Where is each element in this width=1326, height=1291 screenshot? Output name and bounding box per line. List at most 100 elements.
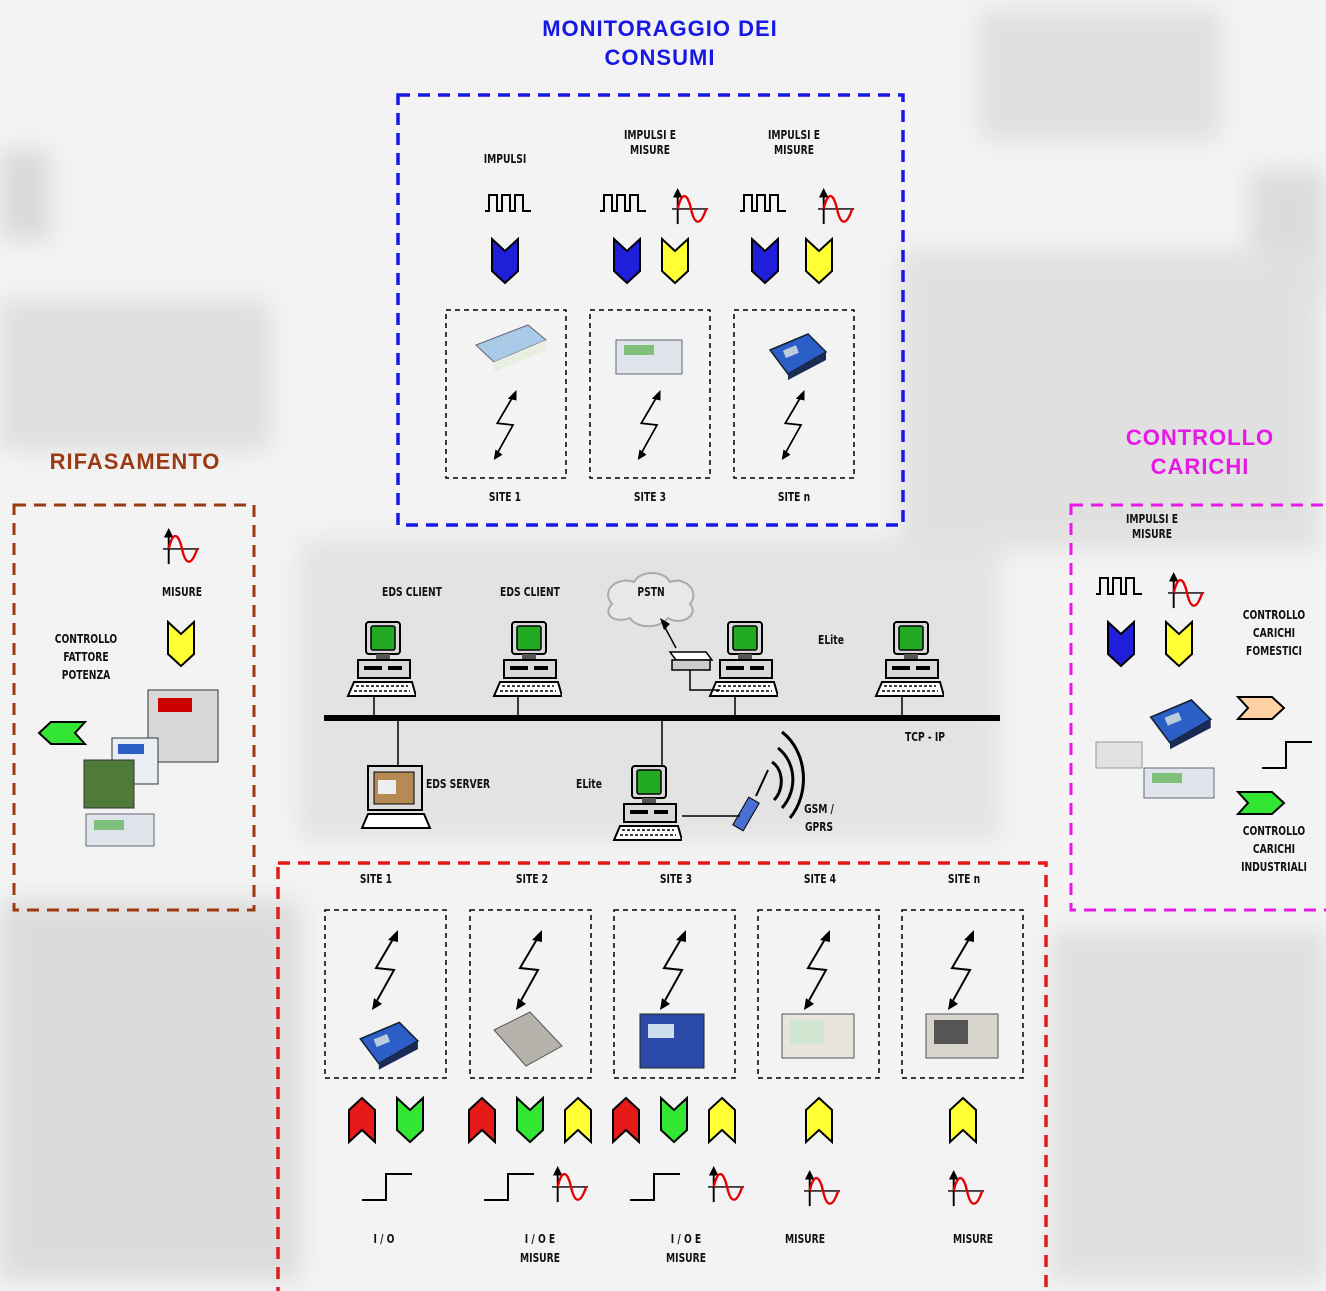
green-chevron-left [38,721,86,745]
elite-bottom-label: ELite [576,777,602,791]
wireless-icon [636,390,662,460]
eds-client-2-computer [493,621,562,697]
sine-measure-icon [804,1170,842,1208]
controllo-title: CONTROLLO CARICHI [1080,423,1320,481]
device-image [359,1021,419,1070]
controllo-top-label: IMPULSI E MISURE [1118,512,1186,542]
gsm-label-line2: GPRS [805,820,833,834]
sine-measure-icon [672,188,710,226]
monitoring-title-line1: MONITORAGGIO DEI [542,16,778,41]
sine-measure-icon [163,528,201,566]
controllo-industrial-line3: INDUSTRIALI [1241,860,1307,874]
gsm-label-line1: GSM / [804,802,834,816]
gsm-phone-icon [732,730,805,832]
controllo-industrial-line1: CONTROLLO [1242,824,1306,838]
pulse-icon [600,194,646,212]
field-misure-1-label: MISURE [785,1232,825,1246]
monitoring-site-3-label: SITE 3 [633,490,667,504]
site-box [733,309,855,479]
pulse-icon [740,194,786,212]
green-chevron-right [1237,791,1285,815]
monitoring-col2 [589,188,711,479]
device-image [769,333,827,380]
wireless-icon [947,930,975,1010]
field-io-misure-1-line2: MISURE [520,1251,560,1265]
yellow-chevron-down [661,238,689,284]
controllo-title-line2: CARICHI [1150,454,1250,479]
site-box [589,309,711,479]
device-image [1095,741,1143,769]
monitoring-col3-label-line2: MISURE [774,143,814,157]
sine-measure-icon [1168,572,1206,610]
wireless-icon [803,930,831,1010]
eds-server-computer [360,765,432,829]
yellow-chevron-up [564,1097,592,1143]
rifasamento-control-line2: FATTORE [63,650,109,664]
green-chevron-down [660,1097,688,1143]
monitoring-title: MONITORAGGIO DEI CONSUMI [440,14,880,72]
monitoring-site-n-label: SITE n [777,490,811,504]
field-box [276,861,1048,1291]
controllo-domestic-line3: FOMESTICI [1246,644,1302,658]
controllo-box [1069,503,1326,912]
sine-measure-icon [708,1166,746,1204]
field-io-misure-1-line1: I / O E [524,1232,556,1246]
green-chevron-down [516,1097,544,1143]
field-io-misure-2-line2: MISURE [666,1251,706,1265]
monitoring-col1 [445,194,567,479]
controllo-domestic-label: CONTROLLO CARICHI FOMESTICI [1235,608,1313,659]
sine-measure-icon [552,1166,590,1204]
controllo-domestic-line2: CARICHI [1252,626,1296,640]
monitoring-col1-label: IMPULSI [483,152,527,166]
red-chevron-up [348,1097,376,1143]
device-image [493,1011,563,1067]
yellow-chevron-down [167,621,195,667]
rifasamento-box [12,503,256,912]
controllo-top-line2: MISURE [1132,527,1172,541]
monitoring-col3 [733,188,856,479]
step-signal-icon [484,1173,534,1201]
field-io-label: I / O [373,1232,395,1246]
blue-chevron-down [491,238,519,284]
elite-top-computer [709,621,778,697]
peach-chevron-right [1237,696,1285,720]
wireless-icon [492,390,518,460]
rifasamento-title: RIFASAMENTO [49,449,221,474]
eds-server-label: EDS SERVER [425,777,491,791]
red-chevron-up [612,1097,640,1143]
sine-measure-icon [948,1170,986,1208]
power-factor-devices [83,689,219,847]
rifasamento-control-line1: CONTROLLO [54,632,118,646]
eds-client-1-computer [347,621,416,697]
field-site-n-label: SITE n [947,872,981,886]
blue-chevron-down [751,238,779,284]
monitoring-site-1-label: SITE 1 [488,490,522,504]
monitoring-title-line2: CONSUMI [604,45,716,70]
controllo-domestic-line1: CONTROLLO [1242,608,1306,622]
elite-bottom-computer [613,765,682,841]
field-io-misure-2-label: I / O E MISURE [652,1232,720,1266]
device-image [1143,767,1215,799]
monitoring-col2-label-line1: IMPULSI E [623,128,677,142]
blue-chevron-down [613,238,641,284]
pstn-label: PSTN [637,585,665,599]
monitoring-col3-label-line1: IMPULSI E [767,128,821,142]
pulse-icon [1096,577,1142,595]
wireless-icon [659,930,687,1010]
device-image [639,1013,705,1069]
pstn-cloud [607,572,695,628]
device-image [781,1013,855,1059]
controllo-title-line1: CONTROLLO [1125,425,1275,450]
blue-chevron-down [1107,621,1135,667]
yellow-chevron-up [805,1097,833,1143]
field-site-2-label: SITE 2 [515,872,549,886]
field-io-misure-2-line1: I / O E [670,1232,702,1246]
device-image [925,1013,999,1059]
field-site-3-label: SITE 3 [659,872,693,886]
device-image [615,339,683,375]
device-image [1149,699,1212,750]
field-site-1-label: SITE 1 [359,872,393,886]
yellow-chevron-up [949,1097,977,1143]
eds-client-2-label: EDS CLIENT [500,585,560,599]
